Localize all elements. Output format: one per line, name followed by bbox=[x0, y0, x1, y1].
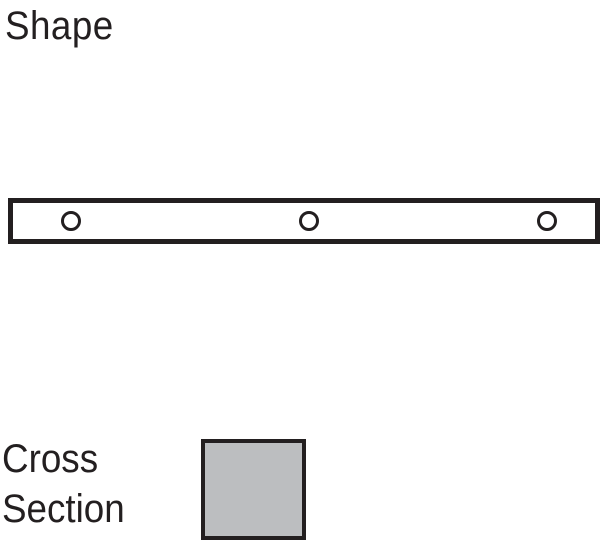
cross-section-label-line1: Cross bbox=[2, 437, 99, 481]
bar-hole-right bbox=[537, 211, 557, 231]
cross-section-square bbox=[201, 439, 306, 540]
bar-hole-center bbox=[299, 211, 319, 231]
shape-title: Shape bbox=[5, 4, 114, 48]
flat-bar-shape bbox=[8, 198, 600, 244]
cross-section-label-line2: Section bbox=[2, 487, 125, 531]
cross-section-label: Cross Section bbox=[2, 434, 158, 534]
bar-hole-left bbox=[61, 211, 81, 231]
